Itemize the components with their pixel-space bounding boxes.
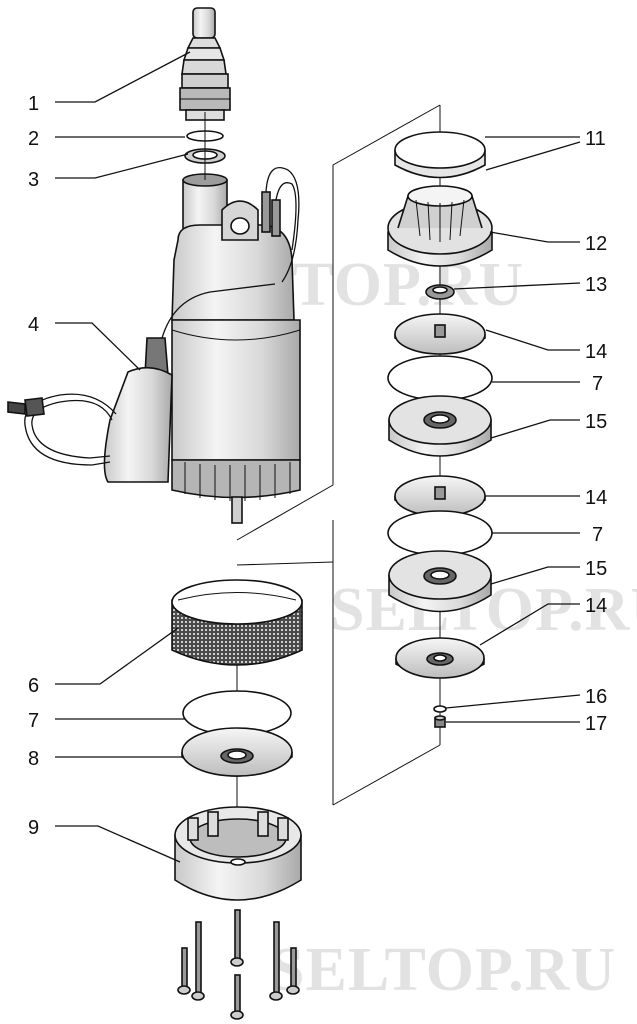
- callout-7-lower: 7: [28, 710, 39, 732]
- callout-14-c: 14: [585, 595, 607, 617]
- stage-housing-2: [388, 550, 492, 613]
- hose-nozzle: [179, 7, 231, 121]
- pump-base: [174, 806, 302, 901]
- callout-1: 1: [28, 93, 39, 115]
- callout-3: 3: [28, 169, 39, 191]
- callout-17: 17: [585, 713, 607, 735]
- impeller-disc-1: [394, 313, 486, 355]
- mesh-screen: [171, 579, 303, 666]
- callout-15-a: 15: [585, 411, 607, 433]
- callout-15-b: 15: [585, 558, 607, 580]
- stage-housing-1: [388, 395, 492, 457]
- impeller-cover: [387, 185, 493, 267]
- leader-lines: [55, 51, 581, 863]
- callout-14-b: 14: [585, 487, 607, 509]
- impeller-stack: [387, 105, 493, 745]
- callout-7-a: 7: [592, 373, 603, 395]
- callout-13: 13: [585, 274, 607, 296]
- nut: [434, 715, 446, 728]
- assembly-connector-top: [236, 104, 441, 541]
- callout-8: 8: [28, 748, 39, 770]
- small-seal: [425, 284, 455, 300]
- diffuser-plate: [181, 727, 293, 777]
- pump-body: [7, 166, 301, 524]
- washer: [433, 705, 447, 713]
- impeller-disc-3: [395, 637, 485, 679]
- top-ring: [394, 131, 486, 179]
- impeller-disc-2: [394, 475, 486, 517]
- callout-2: 2: [28, 128, 39, 150]
- filter-assembly: [171, 561, 334, 1020]
- callout-4: 4: [28, 314, 39, 336]
- callout-9: 9: [28, 817, 39, 839]
- gasket-2: [387, 510, 493, 556]
- watermark-bottom: SELTOP.RU: [270, 936, 616, 1004]
- callout-7-b: 7: [592, 524, 603, 546]
- screws: [177, 909, 300, 1020]
- callout-11: 11: [585, 128, 606, 150]
- callout-labels: 1 2 3 4 6 7 8 9 11 12 13 14 7 15 14 7 15…: [28, 93, 607, 839]
- callout-14-a: 14: [585, 341, 607, 363]
- pump-assembly: [7, 7, 441, 806]
- callout-16: 16: [585, 686, 607, 708]
- assembly-connector-bottom: [332, 744, 441, 806]
- gasket-1: [387, 355, 493, 401]
- callout-6: 6: [28, 675, 39, 697]
- callout-12: 12: [585, 233, 607, 255]
